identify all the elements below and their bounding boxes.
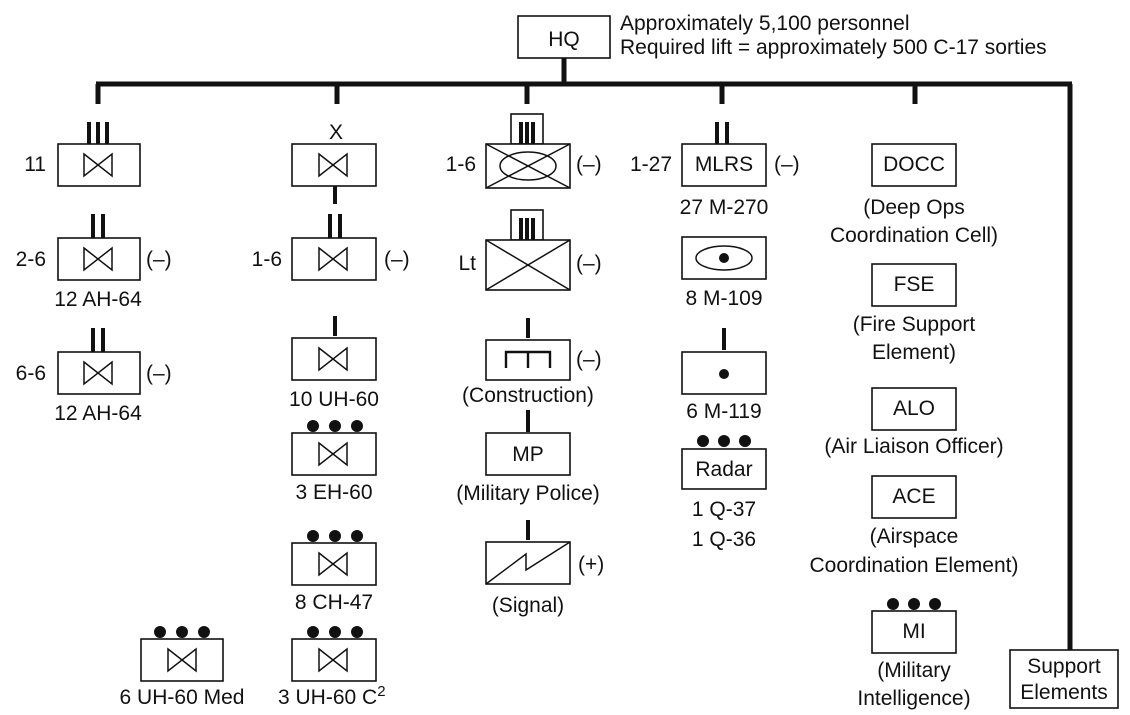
col1-unit-medevac: 6 UH-60 Med bbox=[120, 626, 245, 709]
ace-line1: (Airspace bbox=[870, 525, 959, 548]
col1-unit-6-6: 6-6 (–) 12 AH-64 bbox=[16, 328, 172, 425]
col3-unit-signal: (+) (Signal) bbox=[485, 541, 604, 617]
col1-unit-2-6: 2-6 (–) 12 AH-64 bbox=[16, 214, 172, 311]
col2-unit-uh60: 10 UH-60 bbox=[289, 337, 379, 411]
col1-unit3-mod: (–) bbox=[146, 362, 172, 385]
fse-box-label: FSE bbox=[894, 273, 935, 296]
col2-unit2-mod: (–) bbox=[384, 248, 410, 271]
col4-unit-mlrs: MLRS 1-27 (–) 27 M-270 bbox=[630, 122, 800, 219]
col1-unit1-id: 11 bbox=[24, 153, 46, 176]
col1-unit3-label: 12 AH-64 bbox=[54, 402, 142, 425]
col4-unit1-label: 27 M-270 bbox=[680, 196, 769, 219]
col3-unit5-label: (Signal) bbox=[492, 594, 564, 617]
col2-unit-1-6: 1-6 (–) bbox=[252, 214, 410, 336]
col3-unit-1-6: 1-6 (–) bbox=[446, 113, 602, 189]
col3-unit5-mod: (+) bbox=[578, 553, 604, 576]
col3-unit-lt: Lt (–) bbox=[458, 209, 602, 291]
col3-unit3-mod: (–) bbox=[576, 348, 602, 371]
hq-box bbox=[517, 15, 611, 59]
aviation-icon bbox=[83, 152, 113, 178]
support-line2: Elements bbox=[1020, 681, 1108, 704]
col1-unit2-mod: (–) bbox=[146, 248, 172, 271]
mi-box-label: MI bbox=[902, 620, 925, 643]
col5-docc: DOCC (Deep Ops Coordination Cell) bbox=[830, 143, 998, 247]
col3-unit3-label: (Construction) bbox=[462, 384, 594, 407]
aviation-icon bbox=[318, 152, 348, 178]
col4-unit1-mod: (–) bbox=[774, 153, 800, 176]
col3-unit4-box: MP bbox=[512, 443, 544, 466]
col4-unit-radar: Radar 1 Q-37 1 Q-36 bbox=[681, 435, 767, 551]
armored-cavalry-icon bbox=[499, 151, 557, 181]
col3-unit-mp: MP (Military Police) bbox=[456, 432, 600, 540]
hq-lift-text: Required lift = approximately 500 C-17 s… bbox=[620, 36, 1047, 59]
col3-unit2-id: Lt bbox=[458, 252, 476, 275]
col3-unit1-mod: (–) bbox=[576, 153, 602, 176]
ace-line2: Coordination Element) bbox=[810, 554, 1019, 577]
col2-unit-ch47: 8 CH-47 bbox=[291, 530, 377, 614]
col4-unit-m109: 8 M-109 bbox=[681, 236, 767, 350]
aviation-icon bbox=[318, 346, 348, 372]
aviation-icon bbox=[318, 647, 348, 673]
col2-unit-uh60-c2: 3 UH-60 C2 bbox=[278, 626, 386, 709]
col4-unit2-label: 8 M-109 bbox=[685, 287, 762, 310]
col2-unit-brigade: X bbox=[291, 121, 377, 204]
alo-box-label: ALO bbox=[893, 397, 935, 420]
ace-box-label: ACE bbox=[892, 485, 935, 508]
signal-icon bbox=[485, 541, 571, 585]
col2-unit3-label: 10 UH-60 bbox=[289, 388, 379, 411]
col2-unit6-label: 3 UH-60 C2 bbox=[278, 683, 386, 709]
aviation-icon bbox=[318, 441, 348, 467]
col4-unit-m119: 6 M-119 bbox=[681, 351, 767, 423]
alo-line1: (Air Liaison Officer) bbox=[824, 435, 1003, 458]
col1-unit4-label: 6 UH-60 Med bbox=[120, 686, 245, 709]
connector-bus bbox=[95, 58, 1073, 650]
col1-unit-11: 11 bbox=[24, 122, 141, 187]
col4-unit3-label: 6 M-119 bbox=[686, 400, 761, 423]
col2-unit2-id: 1-6 bbox=[252, 248, 282, 271]
col2-unit-eh60: 3 EH-60 bbox=[291, 420, 377, 504]
field-artillery-icon bbox=[719, 369, 729, 379]
fse-line1: (Fire Support bbox=[853, 313, 976, 336]
engineer-icon bbox=[504, 350, 552, 368]
aviation-icon bbox=[83, 246, 113, 272]
col3-unit1-id: 1-6 bbox=[446, 153, 476, 176]
mi-line1: (Military bbox=[877, 659, 951, 682]
col5-alo: ALO (Air Liaison Officer) bbox=[824, 387, 1004, 458]
col4-unit4-label2: 1 Q-36 bbox=[692, 528, 756, 551]
col4-unit1-box: MLRS bbox=[695, 153, 753, 176]
aviation-icon bbox=[318, 246, 348, 272]
col1-unit2-id: 2-6 bbox=[16, 248, 46, 271]
hq-node: HQ Approximately 5,100 personnel Require… bbox=[517, 12, 1047, 59]
col4-unit4-box: Radar bbox=[695, 458, 752, 481]
self-propelled-artillery-icon bbox=[695, 245, 753, 271]
fse-line2: Element) bbox=[872, 341, 956, 364]
col2-unit4-label: 3 EH-60 bbox=[295, 481, 372, 504]
col3-unit2-mod: (–) bbox=[576, 252, 602, 275]
col5-mi: MI (Military Intelligence) bbox=[857, 598, 971, 710]
mi-line2: Intelligence) bbox=[857, 687, 970, 710]
hq-label: HQ bbox=[548, 28, 580, 51]
support-elements: Support Elements bbox=[1009, 649, 1119, 709]
col3-unit4-label: (Military Police) bbox=[456, 482, 600, 505]
col5-ace: ACE (Airspace Coordination Element) bbox=[810, 475, 1019, 577]
col2-unit1-echelon: X bbox=[329, 121, 343, 144]
aviation-icon bbox=[318, 551, 348, 577]
col1-unit3-id: 6-6 bbox=[16, 362, 46, 385]
docc-box-label: DOCC bbox=[883, 153, 945, 176]
col1-unit2-label: 12 AH-64 bbox=[54, 288, 142, 311]
col2-unit5-label: 8 CH-47 bbox=[295, 591, 373, 614]
hq-personnel-text: Approximately 5,100 personnel bbox=[620, 12, 910, 35]
aviation-icon bbox=[83, 360, 113, 386]
col5-fse: FSE (Fire Support Element) bbox=[853, 263, 976, 364]
aviation-icon bbox=[167, 647, 197, 673]
col4-unit1-id: 1-27 bbox=[630, 153, 672, 176]
col3-unit-construction: (–) (Construction) bbox=[462, 318, 602, 432]
col4-unit4-label1: 1 Q-37 bbox=[692, 498, 756, 521]
support-line1: Support bbox=[1027, 655, 1101, 678]
docc-line1: (Deep Ops bbox=[863, 196, 965, 219]
docc-line2: Coordination Cell) bbox=[830, 224, 998, 247]
